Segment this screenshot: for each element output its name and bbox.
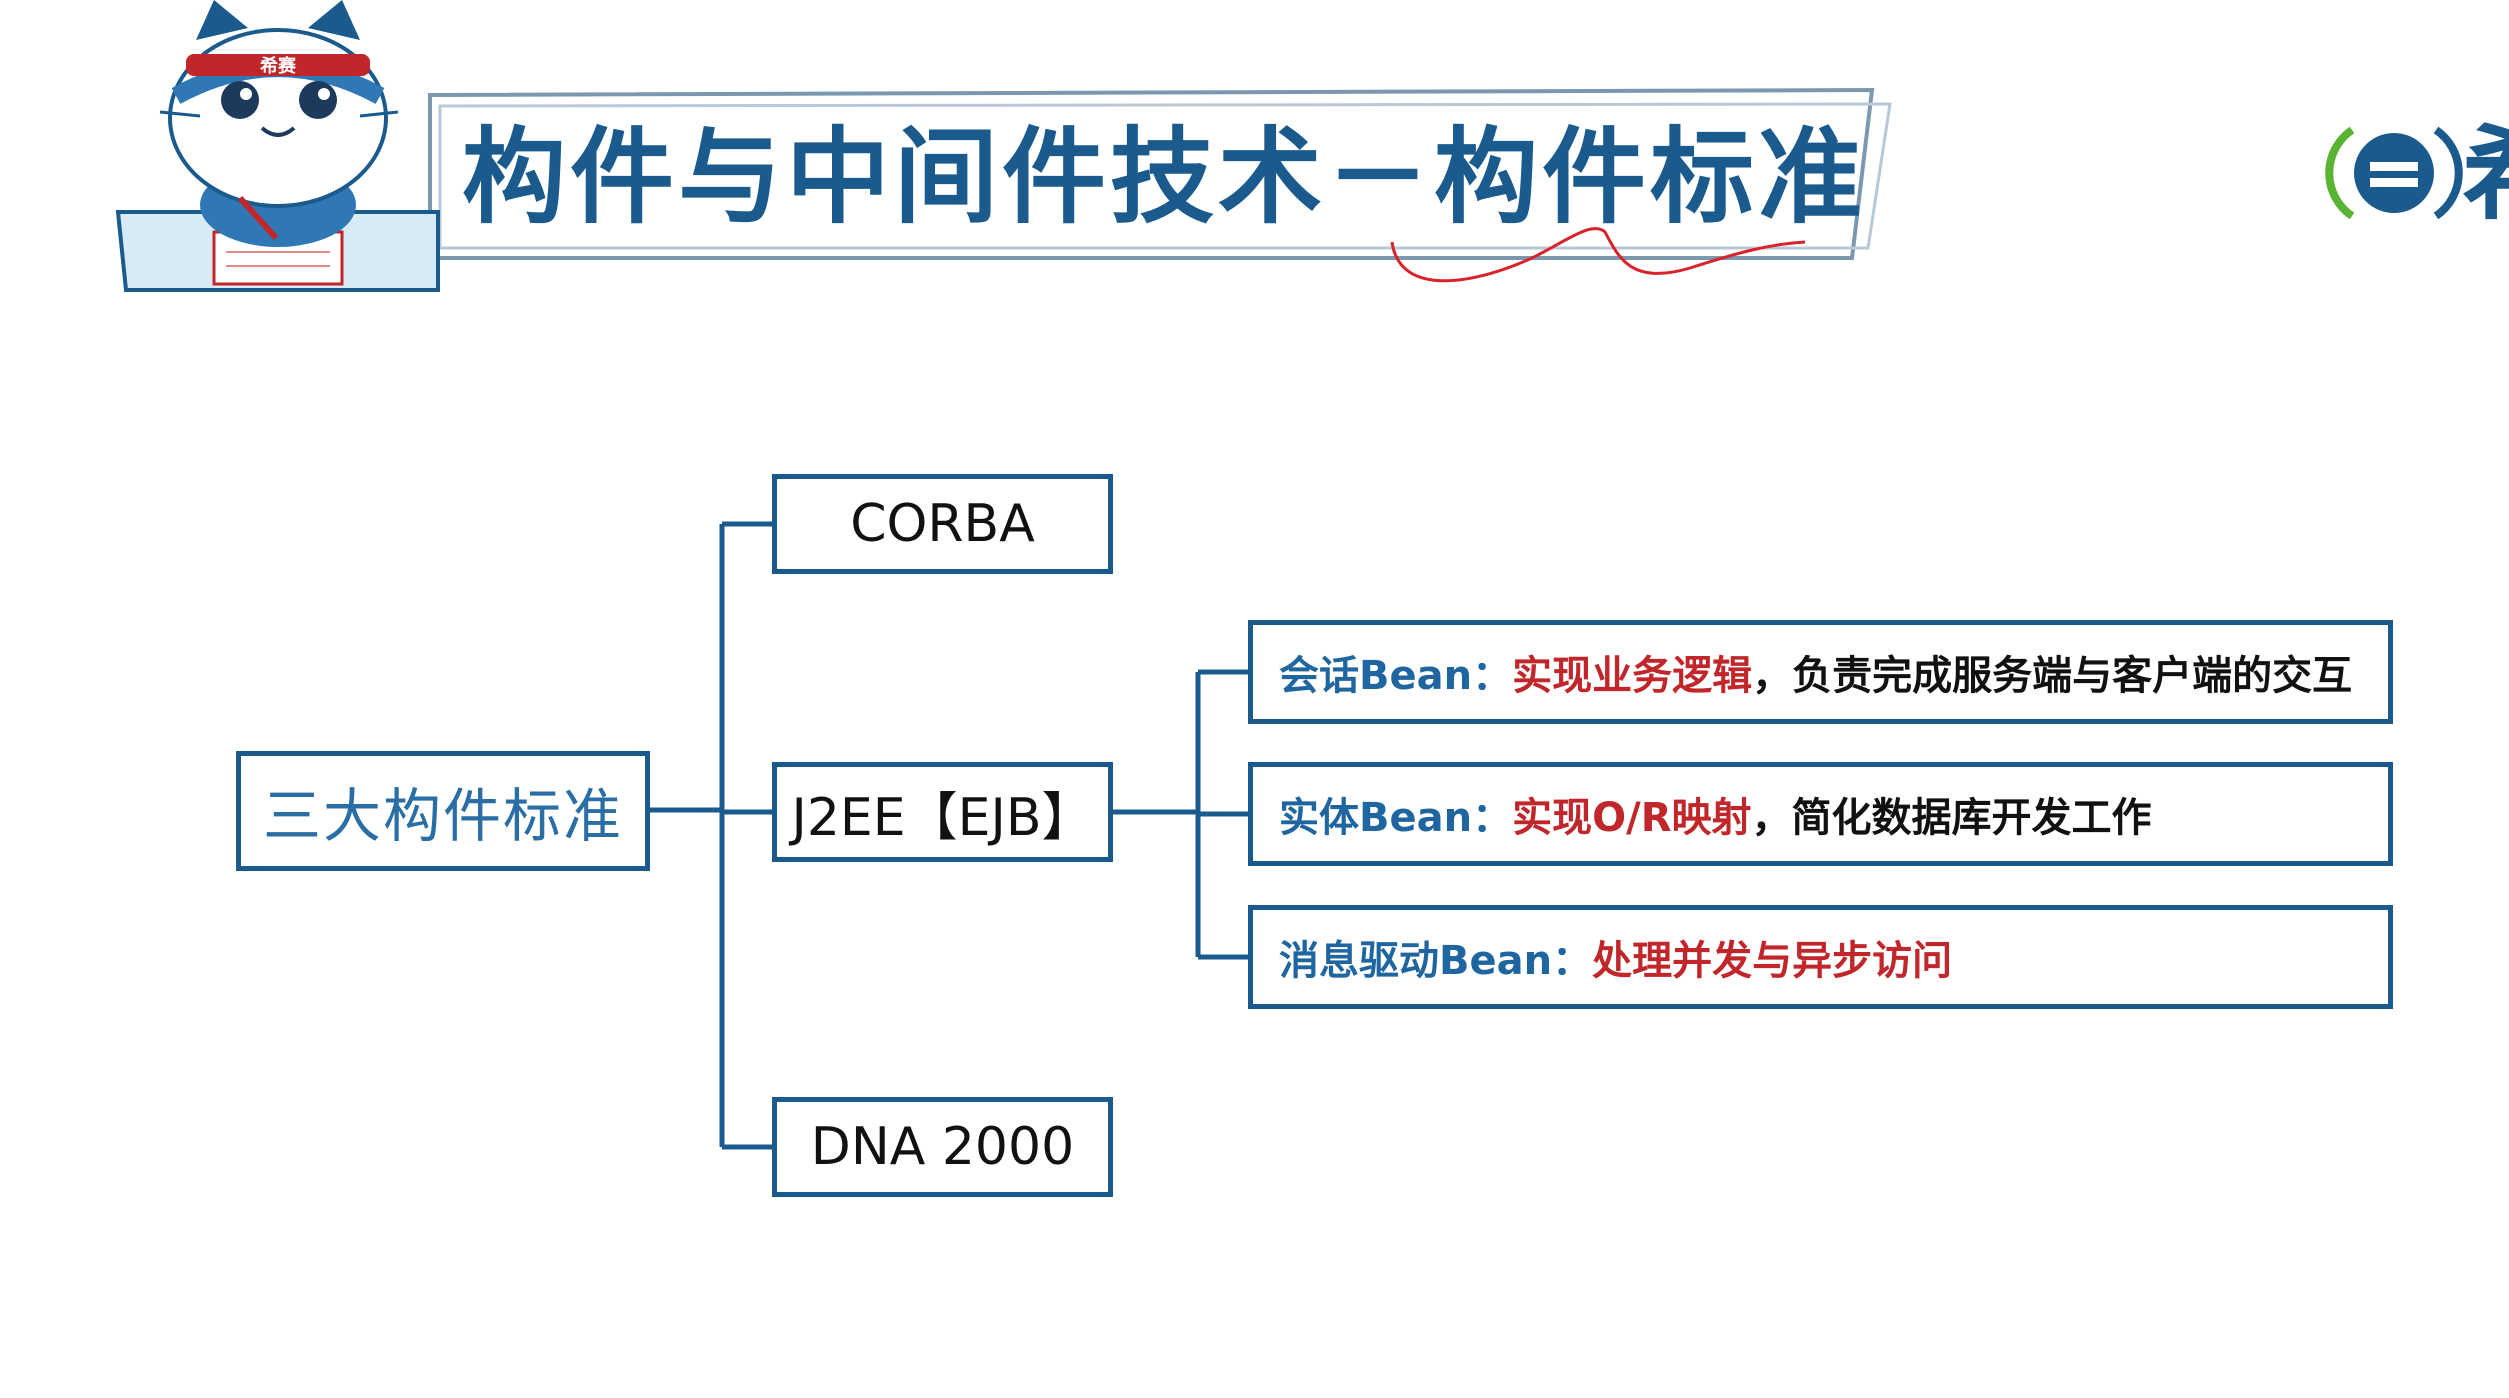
- detail-highlight: 处理并发与异步访问: [1592, 938, 1953, 984]
- root-node-label: 三大构件标准: [262, 782, 623, 850]
- mascot-band-text: 希赛: [260, 55, 297, 77]
- detail-highlight: 实现业务逻辑: [1512, 653, 1753, 699]
- detail-highlight: 实现O/R映射: [1512, 795, 1752, 841]
- root-node: 三大构件标准: [236, 751, 650, 871]
- child-node-label: J2EE【EJB】: [791, 787, 1094, 848]
- detail-term: 消息驱动Bean：: [1279, 938, 1593, 984]
- page-title: 构件与中间件技术－构件标准: [462, 112, 1866, 242]
- child-node-label: DNA 2000: [810, 1117, 1075, 1177]
- title-banner-frame: 希赛: [115, 0, 2463, 292]
- detail-rest: ，负责完成服务端与客户端的交互: [1752, 653, 2353, 699]
- detail-rest: ，简化数据库开发工作: [1751, 795, 2152, 841]
- detail-term: 实体Bean：: [1279, 795, 1513, 841]
- annotation-underline: [1390, 227, 1806, 283]
- brand-name-partial: 希: [2462, 112, 2509, 242]
- page-title-main: 构件与中间件技术－: [462, 116, 1435, 238]
- page-title-highlight: 构件标准: [1434, 116, 1867, 238]
- child-node-label: CORBA: [850, 494, 1035, 554]
- child-node-dna: DNA 2000: [772, 1097, 1113, 1197]
- ejb-detail-entity-bean: 实体Bean：实现O/R映射，简化数据库开发工作: [1248, 762, 2393, 866]
- child-node-j2ee: J2EE【EJB】: [772, 762, 1113, 862]
- child-node-corba: CORBA: [772, 474, 1113, 574]
- detail-term: 会话Bean：: [1279, 653, 1513, 699]
- mascot-icon: 希赛: [115, 0, 440, 292]
- xisai-logo-icon: [2325, 126, 2463, 220]
- ejb-detail-message-driven-bean: 消息驱动Bean：处理并发与异步访问: [1248, 905, 2393, 1009]
- ejb-detail-session-bean: 会话Bean：实现业务逻辑，负责完成服务端与客户端的交互: [1248, 620, 2393, 724]
